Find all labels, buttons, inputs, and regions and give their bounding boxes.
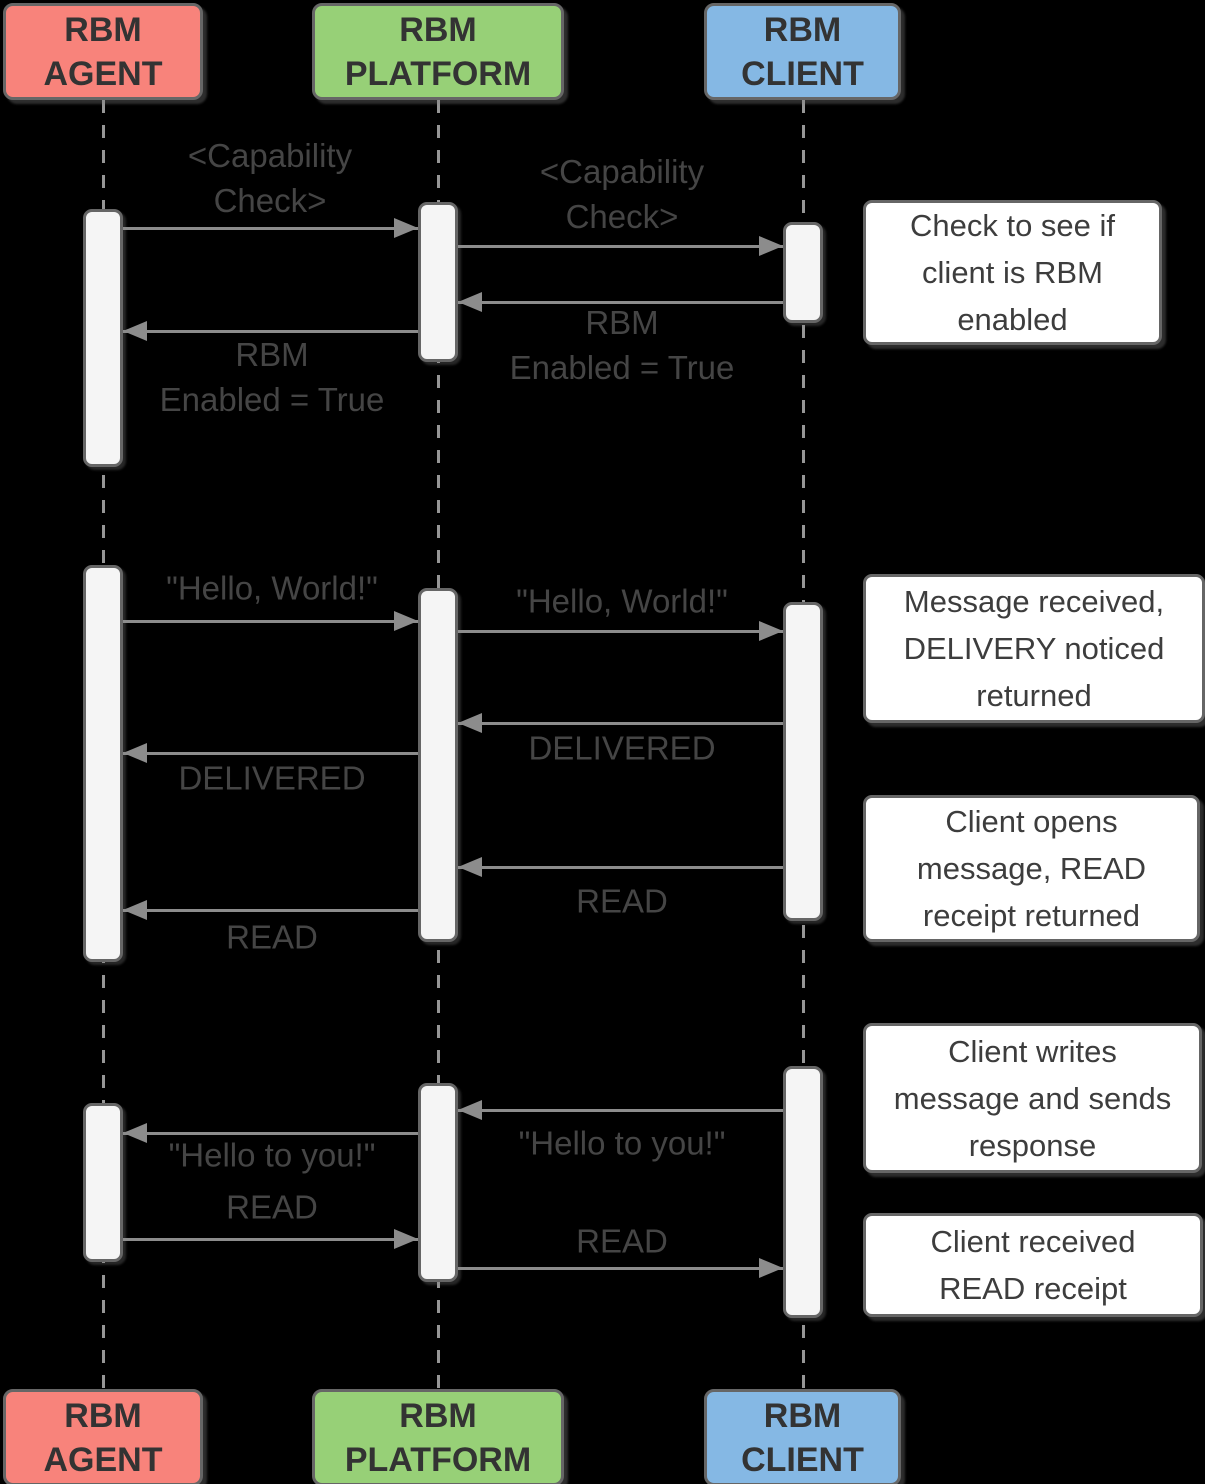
arrowhead-icon-right [394, 1229, 418, 1249]
message-label-hello-world-platform-to-client: "Hello, World!" [516, 582, 728, 620]
activation-bar-rbm-agent [83, 209, 123, 467]
message-label-rbm-enabled-platform-to-agent: RBM Enabled = True [159, 336, 385, 418]
arrowhead-icon-left [123, 321, 147, 341]
message-line-hello-world-platform-to-client [458, 630, 783, 633]
note-client-writes: Client writes message and sends response [863, 1023, 1202, 1173]
message-line-capability-check-platform-to-client [458, 245, 783, 248]
arrowhead-icon-left [123, 1123, 147, 1143]
arrowhead-icon-left [458, 292, 482, 312]
actor-rbm-client-top: RBM CLIENT [704, 3, 901, 100]
message-line-rbm-enabled-client-to-platform [458, 301, 783, 304]
note-capability-check: Check to see if client is RBM enabled [863, 200, 1162, 345]
message-label-delivered-platform-to-agent: DELIVERED [178, 759, 366, 797]
arrowhead-icon-left [123, 743, 147, 763]
message-label-rbm-enabled-client-to-platform: RBM Enabled = True [509, 304, 735, 386]
arrowhead-icon-right [759, 1258, 783, 1278]
arrowhead-icon-right [394, 218, 418, 238]
message-label-read-client-to-platform: READ [576, 882, 668, 920]
note-message-received: Message received, DELIVERY noticed retur… [863, 574, 1205, 723]
activation-bar-rbm-client [783, 602, 823, 921]
activation-bar-rbm-platform [418, 202, 458, 362]
message-line-read-client-to-platform [458, 866, 783, 869]
actor-rbm-client-bottom: RBM CLIENT [704, 1389, 901, 1484]
actor-rbm-platform-bottom: RBM PLATFORM [312, 1389, 564, 1484]
message-line-hello-to-you-client-to-platform [458, 1109, 783, 1112]
message-label-delivered-client-to-platform: DELIVERED [528, 729, 716, 767]
arrowhead-icon-left [458, 713, 482, 733]
message-line-read-platform-to-client [458, 1267, 783, 1270]
message-label-read-platform-to-client: READ [576, 1222, 668, 1260]
activation-bar-rbm-agent [83, 565, 123, 962]
message-line-read-platform-to-agent [123, 909, 418, 912]
actor-rbm-agent-top: RBM AGENT [3, 3, 203, 100]
arrowhead-icon-left [458, 857, 482, 877]
message-label-hello-to-you-client-to-platform: "Hello to you!" [518, 1124, 726, 1162]
message-line-delivered-platform-to-agent [123, 752, 418, 755]
message-line-delivered-client-to-platform [458, 722, 783, 725]
arrowhead-icon-left [123, 900, 147, 920]
message-line-read-agent-to-platform [123, 1238, 418, 1241]
message-line-hello-to-you-platform-to-agent [123, 1132, 418, 1135]
message-label-read-agent-to-platform: READ [226, 1188, 318, 1226]
actor-rbm-agent-bottom: RBM AGENT [3, 1389, 203, 1484]
actor-rbm-platform-top: RBM PLATFORM [312, 3, 564, 100]
activation-bar-rbm-agent [83, 1103, 123, 1262]
activation-bar-rbm-platform [418, 1083, 458, 1282]
activation-bar-rbm-client [783, 222, 823, 323]
message-line-hello-world-agent-to-platform [123, 620, 418, 623]
arrowhead-icon-left [458, 1100, 482, 1120]
message-label-read-platform-to-agent: READ [226, 918, 318, 956]
message-label-capability-check-agent-to-platform: <Capability Check> [187, 137, 353, 219]
arrowhead-icon-right [759, 621, 783, 641]
message-line-capability-check-agent-to-platform [123, 227, 418, 230]
arrowhead-icon-right [759, 236, 783, 256]
message-label-capability-check-platform-to-client: <Capability Check> [539, 153, 705, 235]
activation-bar-rbm-platform [418, 588, 458, 942]
note-read-receipt: Client received READ receipt [863, 1213, 1203, 1317]
message-label-hello-to-you-platform-to-agent: "Hello to you!" [168, 1136, 376, 1174]
arrowhead-icon-right [394, 611, 418, 631]
message-line-rbm-enabled-platform-to-agent [123, 330, 418, 333]
message-label-hello-world-agent-to-platform: "Hello, World!" [166, 569, 378, 607]
activation-bar-rbm-client [783, 1066, 823, 1318]
note-client-opens: Client opens message, READ receipt retur… [863, 795, 1200, 942]
